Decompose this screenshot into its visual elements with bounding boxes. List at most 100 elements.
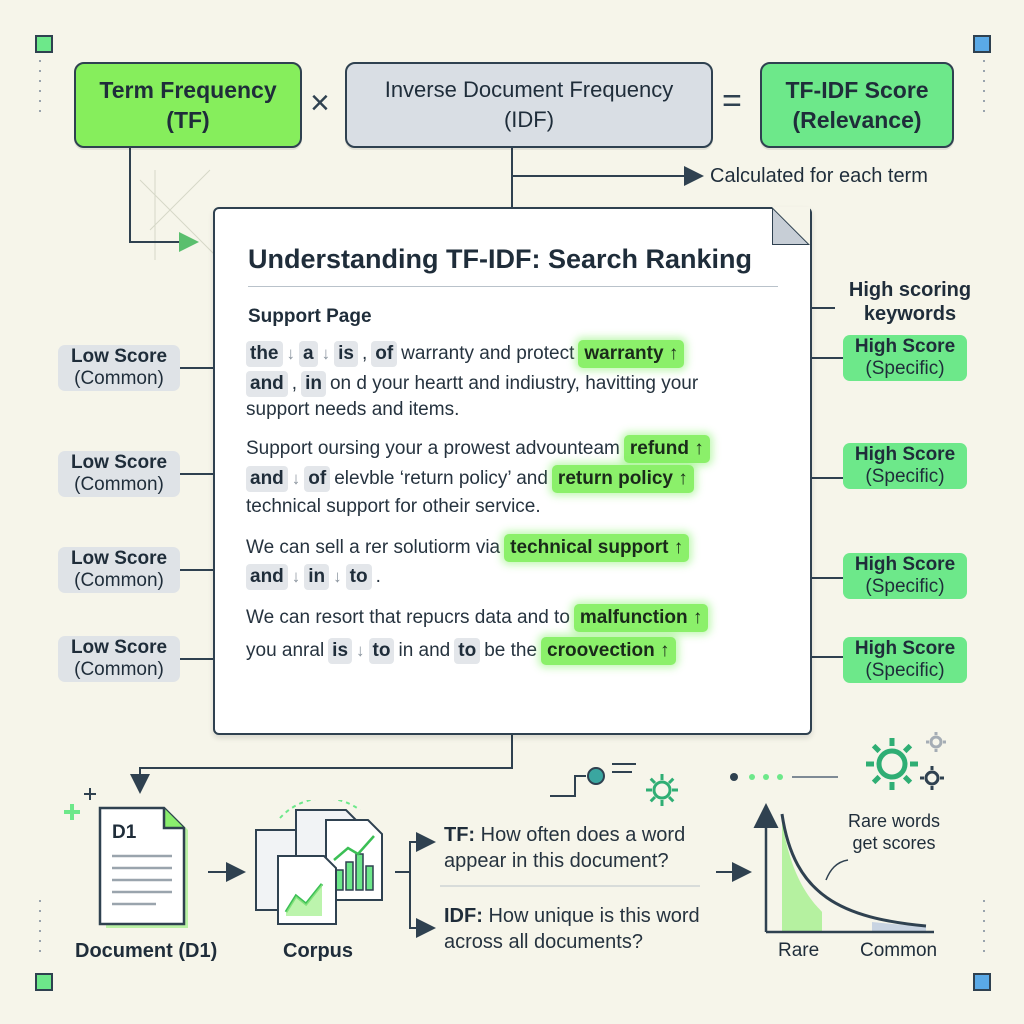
tf-label: TF: xyxy=(444,824,476,846)
common-word: of xyxy=(371,341,398,367)
score-box-line1: TF-IDF Score xyxy=(785,77,929,103)
down-arrow-icon: ↓ xyxy=(291,469,301,488)
annotation-line1: Rare words xyxy=(848,811,941,831)
axis-label-rare: Rare xyxy=(778,940,820,961)
common-word: is xyxy=(328,638,353,664)
down-arrow-icon: ↓ xyxy=(286,344,296,363)
punctuation: , xyxy=(361,343,368,364)
tf-text-line2: appear in this document? xyxy=(444,850,669,872)
tf-box: Term Frequency (TF) xyxy=(74,62,302,148)
low-score-badge: Low Score (Common) xyxy=(58,547,180,593)
keyword-highlight: malfunction ↑ xyxy=(573,604,709,632)
badge-subtitle: (Common) xyxy=(74,474,164,495)
low-score-badge: Low Score (Common) xyxy=(58,345,180,391)
body-text: technical support for otheir service. xyxy=(246,496,541,517)
down-arrow-icon: ↓ xyxy=(333,567,342,586)
support-page-card xyxy=(213,207,812,735)
document-tag: D1 xyxy=(112,822,137,843)
down-arrow-icon: ↓ xyxy=(356,641,365,660)
common-word: and xyxy=(246,564,288,590)
badge-subtitle: (Specific) xyxy=(865,358,945,379)
card-subtitle: Support Page xyxy=(248,306,372,327)
p3-line1: We can sell a rer solutiorm via technica… xyxy=(246,534,690,562)
common-word: the xyxy=(246,341,283,367)
down-arrow-icon: ↓ xyxy=(321,344,331,363)
common-word: to xyxy=(345,564,372,590)
title-divider xyxy=(248,286,778,287)
badge-title: Low Score xyxy=(70,637,168,658)
label-line1: High scoring xyxy=(848,279,972,301)
badge-title: Low Score xyxy=(70,548,168,569)
card-title: Understanding TF-IDF: Search Ranking xyxy=(248,244,753,274)
p3-line2: and↓ in↓ to . xyxy=(246,564,381,590)
label-line2: keywords xyxy=(863,303,957,325)
axis-label-common: Common xyxy=(860,940,938,961)
high-scoring-keywords-label: High scoring keywords xyxy=(840,278,980,326)
keyword-highlight: refund ↑ xyxy=(623,435,710,463)
idf-box-line2: (IDF) xyxy=(503,107,555,132)
low-score-badge: Low Score (Common) xyxy=(58,451,180,497)
common-word: and xyxy=(246,371,288,397)
badge-title: Low Score xyxy=(70,346,168,367)
p1-line3: support needs and items. xyxy=(246,399,459,421)
body-text: in and xyxy=(398,640,451,661)
badge-title: Low Score xyxy=(70,452,168,473)
badge-subtitle: (Common) xyxy=(74,659,164,680)
common-word: to xyxy=(454,638,481,664)
corpus-stack-icon xyxy=(255,800,383,925)
badge-subtitle: (Specific) xyxy=(865,576,945,597)
badge-subtitle: (Common) xyxy=(74,570,164,591)
badge-subtitle: (Specific) xyxy=(865,660,945,681)
body-text: Support oursing your a prowest advountea… xyxy=(246,438,620,459)
badge-title: High Score xyxy=(854,554,956,575)
body-text: elevble ‘return policy’ and xyxy=(334,468,548,489)
high-score-badge: High Score (Specific) xyxy=(843,637,967,683)
corner-marker xyxy=(973,35,991,53)
idf-curve-chart xyxy=(753,803,934,934)
p1-line2: and , in on d your heartt and indiustry,… xyxy=(246,371,698,397)
badge-title: High Score xyxy=(854,638,956,659)
punctuation: , xyxy=(291,373,298,394)
body-text: We can sell a rer solutiorm via xyxy=(246,537,501,558)
gears-icon xyxy=(866,732,946,790)
body-text: warranty and protect xyxy=(401,343,575,364)
p2-line3: technical support for otheir service. xyxy=(246,496,541,518)
document-caption: Document (D1) xyxy=(75,940,218,962)
down-arrow-icon: ↓ xyxy=(291,567,301,586)
p1-line1: the↓ a↓ is , of warranty and protect war… xyxy=(246,340,685,368)
high-score-badge: High Score (Specific) xyxy=(843,443,967,489)
punctuation: . xyxy=(375,566,381,587)
p2-line1: Support oursing your a prowest advountea… xyxy=(246,435,710,463)
tf-box-line2: (TF) xyxy=(166,107,210,133)
common-word: is xyxy=(334,341,358,367)
badge-subtitle: (Specific) xyxy=(865,466,945,487)
p2-line2: and↓ of elevble ‘return policy’ and retu… xyxy=(246,465,694,493)
corpus-caption: Corpus xyxy=(283,940,353,962)
body-text: on d your heartt and indiustry, havittin… xyxy=(329,373,699,394)
tf-text-line1: How often does a word xyxy=(480,824,686,846)
idf-text-line1: How unique is this word xyxy=(488,905,700,927)
keyword-highlight: warranty ↑ xyxy=(578,340,685,368)
common-word: and xyxy=(246,466,288,492)
common-word: a xyxy=(299,341,318,367)
curve-annotation: Rare words get scores xyxy=(848,810,940,854)
body-text: support needs and items. xyxy=(246,399,460,420)
equals-operator: = xyxy=(722,82,742,120)
tf-box-line1: Term Frequency xyxy=(99,77,277,103)
badge-title: High Score xyxy=(854,336,956,357)
high-score-badge: High Score (Specific) xyxy=(843,553,967,599)
keyword-highlight: return policy ↑ xyxy=(551,465,694,493)
high-score-badge: High Score (Specific) xyxy=(843,335,967,381)
common-word: of xyxy=(304,466,331,492)
score-box-line2: (Relevance) xyxy=(792,107,922,133)
corner-marker xyxy=(35,973,53,991)
corner-marker xyxy=(35,35,53,53)
body-text: be the xyxy=(484,640,538,661)
badge-subtitle: (Common) xyxy=(74,368,164,389)
body-text: We can resort that repucrs data and to xyxy=(246,607,570,628)
times-operator: × xyxy=(310,84,330,122)
idf-label: IDF: xyxy=(444,905,483,927)
document-icon xyxy=(98,806,188,928)
idf-text-line2: across all documents? xyxy=(444,931,643,953)
